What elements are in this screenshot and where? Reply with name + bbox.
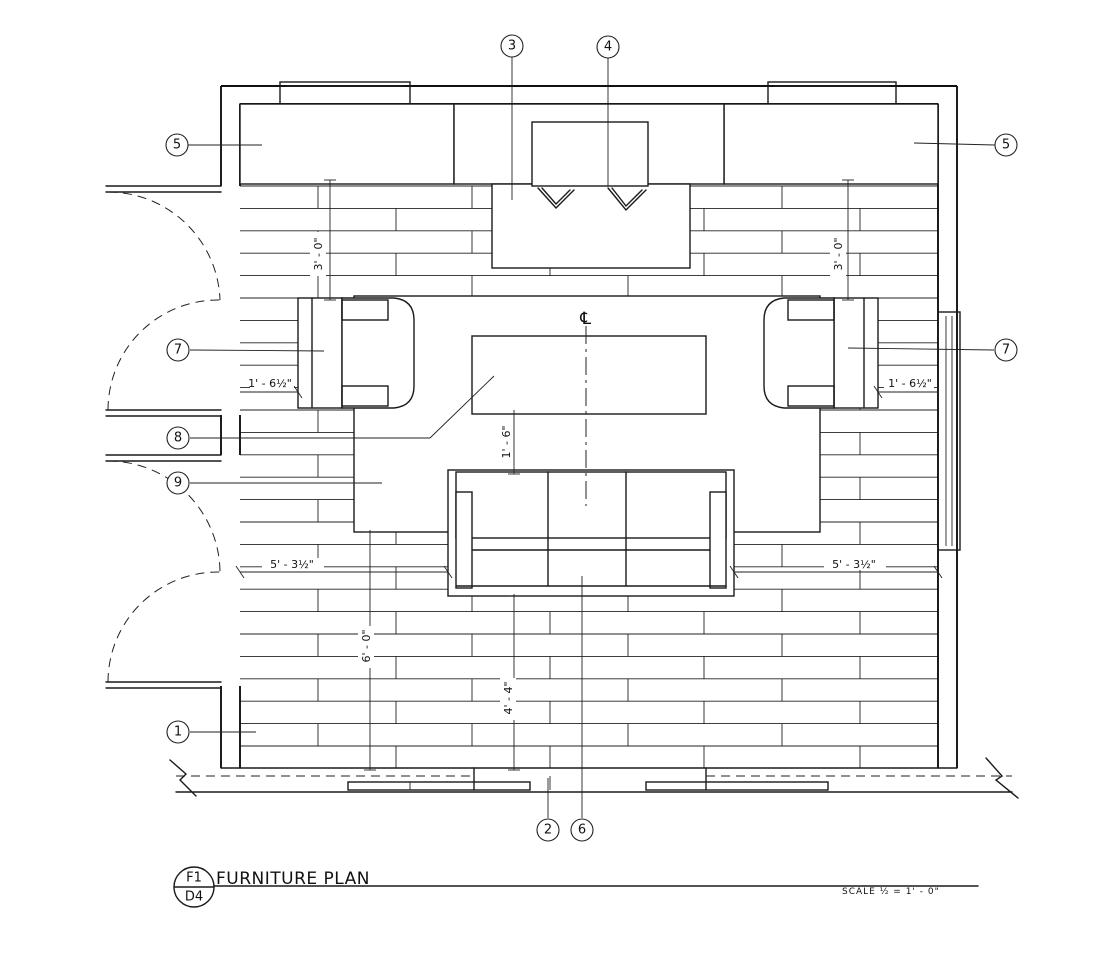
tag-4: 4 [596, 35, 620, 59]
tag-9: 9 [166, 471, 190, 495]
tag-5-right: 5 [994, 133, 1018, 157]
sofa [447, 469, 735, 597]
svg-text:9: 9 [174, 476, 182, 491]
tag-7-left: 7 [166, 338, 190, 362]
tag-8: 8 [166, 426, 190, 450]
coffee-table [471, 335, 707, 415]
dim-side-clear-right: 3' - 0" [832, 237, 845, 270]
tag-1: 1 [166, 720, 190, 744]
dim-chair-gap-right: 1' - 6½" [888, 377, 932, 390]
sheet-page-number: D4 [185, 890, 203, 905]
drawing-title: FURNITURE PLAN [216, 869, 370, 889]
tag-leaders [188, 57, 996, 818]
dim-sofa-to-wall: 4' - 4" [502, 681, 515, 714]
sheet-detail-number: F1 [186, 871, 202, 886]
svg-text:7: 7 [174, 343, 182, 358]
dimension-labels: 3' - 0" 3' - 0" 1' - 6½" 1' - 6½" 1' - 6… [248, 232, 934, 720]
dim-chair-gap-left: 1' - 6½" [248, 377, 292, 390]
tag-5-left: 5 [165, 133, 189, 157]
armchair-right [763, 297, 879, 409]
dim-table-to-sofa: 1' - 6" [500, 425, 513, 458]
title-block: F1 D4 FURNITURE PLAN SCALE ½ = 1' - 0" [173, 866, 979, 908]
svg-text:7: 7 [1002, 343, 1010, 358]
dim-sofa-left: 5' - 3½" [270, 558, 314, 571]
centerline-symbol: ℄ [579, 309, 591, 329]
tag-3: 3 [500, 34, 524, 58]
drawing-scale: SCALE ½ = 1' - 0" [842, 887, 940, 897]
tag-2: 2 [536, 818, 560, 842]
svg-text:5: 5 [173, 138, 181, 153]
dim-rug-to-wall: 6' - 0" [360, 629, 373, 662]
svg-text:4: 4 [604, 40, 612, 55]
french-doors [105, 185, 222, 689]
tag-7-right: 7 [994, 338, 1018, 362]
dim-sofa-right: 5' - 3½" [832, 558, 876, 571]
tag-6: 6 [570, 818, 594, 842]
svg-text:3: 3 [508, 39, 516, 54]
dim-side-clear-left: 3' - 0" [312, 237, 325, 270]
svg-text:8: 8 [174, 431, 182, 446]
svg-text:5: 5 [1002, 138, 1010, 153]
svg-text:6: 6 [578, 823, 586, 838]
armchair-left [297, 297, 415, 409]
svg-text:2: 2 [544, 823, 552, 838]
fireplace-hearth [491, 121, 691, 269]
svg-text:1: 1 [174, 725, 182, 740]
